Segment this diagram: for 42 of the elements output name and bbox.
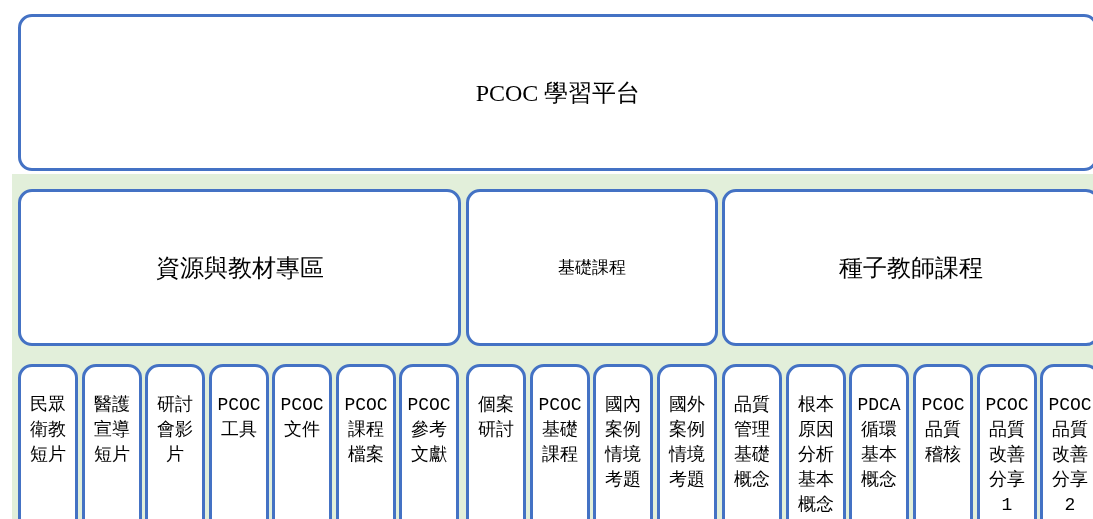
topic-box	[1040, 364, 1093, 519]
section-box	[466, 189, 718, 346]
box-label: 民眾衛教短片	[29, 394, 67, 467]
box-label: PCOC文件	[280, 394, 324, 442]
topic-box	[849, 364, 909, 519]
topic-box	[336, 364, 396, 519]
box-label: PCOC參考文獻	[407, 394, 451, 467]
box-label: 國外案例情境考題	[667, 394, 706, 492]
box-label: PCOC品質改善分享2	[1048, 394, 1092, 517]
box-label: PCOC工具	[217, 394, 261, 442]
topic-box	[657, 364, 717, 519]
topic-box	[272, 364, 332, 519]
topic-box	[530, 364, 590, 519]
box-label: 品質管理基礎概念	[733, 394, 771, 492]
topic-box	[209, 364, 269, 519]
box-label: PCOC課程檔案	[344, 394, 388, 467]
topic-box	[82, 364, 142, 519]
box-label: 個案研討	[477, 393, 515, 442]
topic-box	[913, 364, 973, 519]
box-label: 資源與教材專區	[155, 253, 324, 283]
section-box	[18, 189, 461, 346]
box-label: PCOC品質改善分享1	[985, 394, 1029, 517]
box-label: 基礎課程	[558, 257, 626, 279]
box-label: 醫護宣導短片	[93, 394, 131, 467]
topic-box	[977, 364, 1037, 519]
box-label: PCOC 學習平台	[475, 78, 641, 108]
box-label: 根本原因分析基本概念	[797, 394, 835, 517]
topic-box	[399, 364, 459, 519]
topic-box	[145, 364, 205, 519]
box-label: 國內案例情境考題	[603, 394, 642, 492]
box-label: PDCA循環基本概念	[857, 394, 901, 492]
topic-box	[18, 364, 78, 519]
box-label: 種子教師課程	[839, 253, 983, 283]
topic-box	[466, 364, 526, 519]
topic-box	[786, 364, 846, 519]
box-label: PCOC品質稽核	[921, 394, 965, 467]
topic-box	[722, 364, 782, 519]
platform-box	[18, 14, 1093, 171]
box-label: 研討會影片	[156, 394, 194, 467]
section-box	[722, 189, 1093, 346]
box-label: PCOC基礎課程	[538, 394, 582, 467]
topic-box	[593, 364, 653, 519]
